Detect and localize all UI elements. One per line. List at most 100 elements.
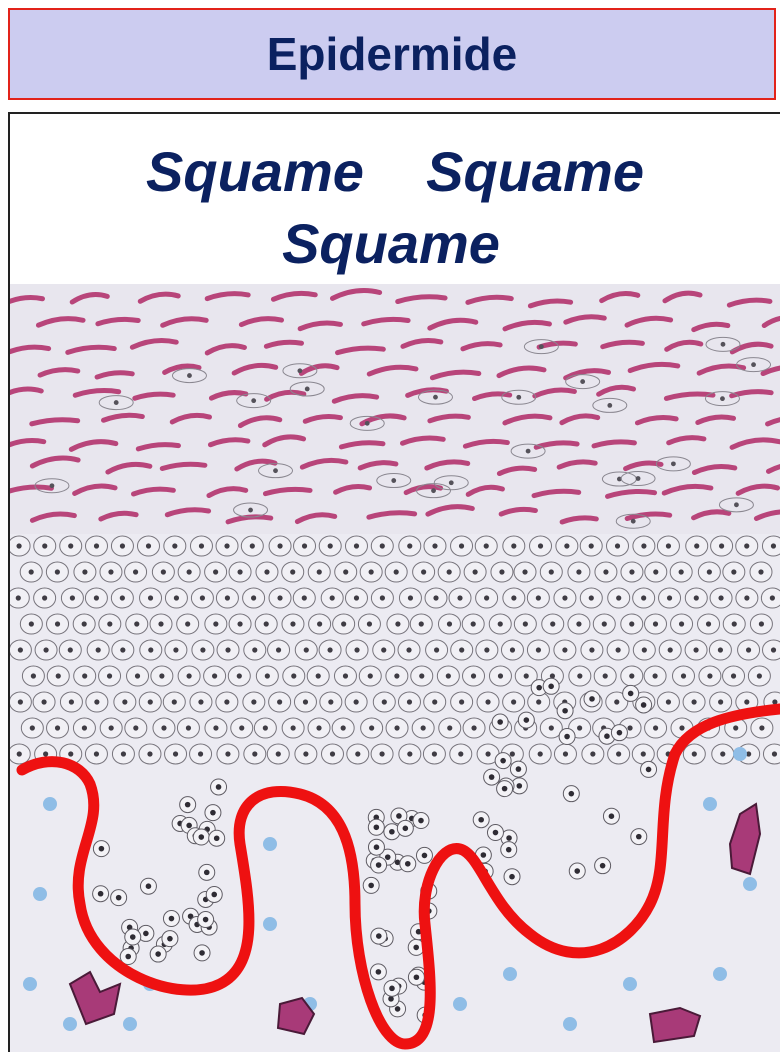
cell-nucleus <box>376 969 382 975</box>
cell-nucleus <box>636 476 641 481</box>
cell-nucleus <box>161 725 166 730</box>
cell-nucleus <box>403 826 409 832</box>
cell-nucleus <box>29 569 34 574</box>
cell-nucleus <box>732 621 737 626</box>
cell-nucleus <box>120 647 125 652</box>
cell-nucleus <box>718 595 723 600</box>
cell-nucleus <box>629 621 634 626</box>
cell-nucleus <box>108 569 113 574</box>
cell-nucleus <box>82 725 87 730</box>
cell-nucleus <box>718 699 723 704</box>
cell-nucleus <box>396 813 402 819</box>
cell-nucleus <box>628 691 634 697</box>
cell-nucleus <box>484 647 489 652</box>
cell-nucleus <box>569 791 575 797</box>
cell-nucleus <box>369 569 374 574</box>
cell-nucleus <box>446 673 451 678</box>
cell-nucleus <box>391 478 396 483</box>
cell-nucleus <box>522 569 527 574</box>
cell-nucleus <box>148 595 153 600</box>
cell-nucleus <box>107 621 112 626</box>
cell-nucleus <box>204 870 210 876</box>
cell-nucleus <box>577 725 582 730</box>
cell-nucleus <box>564 543 569 548</box>
cell-nucleus <box>277 595 282 600</box>
cell-nucleus <box>135 673 140 678</box>
page-title: Epidermide <box>267 27 518 81</box>
cell-nucleus <box>707 673 712 678</box>
cell-nucleus <box>609 813 615 819</box>
cell-nucleus <box>17 751 22 756</box>
cell-nucleus <box>380 543 385 548</box>
cell-nucleus <box>641 702 647 708</box>
cell-nucleus <box>447 621 452 626</box>
cell-nucleus <box>68 751 73 756</box>
cell-nucleus <box>406 647 411 652</box>
cell-nucleus <box>250 543 255 548</box>
cell-nucleus <box>580 379 585 384</box>
cell-nucleus <box>666 543 671 548</box>
cell-nucleus <box>173 751 178 756</box>
cell-nucleus <box>187 673 192 678</box>
cell-nucleus <box>499 569 504 574</box>
cell-nucleus <box>290 621 295 626</box>
cell-nucleus <box>471 725 476 730</box>
cell-nucleus <box>55 621 60 626</box>
cell-nucleus <box>484 543 489 548</box>
cell-nucleus <box>248 508 253 513</box>
cell-nucleus <box>459 699 464 704</box>
cell-nucleus <box>82 673 87 678</box>
cell-nucleus <box>497 719 503 725</box>
cell-nucleus <box>264 621 269 626</box>
cell-nucleus <box>603 569 608 574</box>
cell-nucleus <box>602 621 607 626</box>
cell-nucleus <box>302 543 307 548</box>
cell-nucleus <box>744 595 749 600</box>
cell-nucleus <box>263 725 268 730</box>
cell-nucleus <box>368 883 374 889</box>
cell-nucleus <box>143 931 149 937</box>
cell-nucleus <box>225 647 230 652</box>
cell-nucleus <box>590 751 595 756</box>
title-bar: Epidermide <box>8 8 776 100</box>
cell-nucleus <box>731 673 736 678</box>
cell-nucleus <box>418 818 424 824</box>
cell-nucleus <box>169 916 175 922</box>
cell-nucleus <box>405 861 411 867</box>
cell-nucleus <box>524 717 530 723</box>
cell-nucleus <box>431 488 436 493</box>
cell-nucleus <box>69 699 74 704</box>
cell-nucleus <box>414 974 420 980</box>
cell-nucleus <box>297 368 302 373</box>
cell-nucleus <box>99 846 105 852</box>
cell-nucleus <box>237 673 242 678</box>
cell-nucleus <box>199 543 204 548</box>
cell-nucleus <box>198 699 203 704</box>
cell-nucleus <box>394 673 399 678</box>
cell-nucleus <box>389 829 395 835</box>
cell-nucleus <box>517 783 523 789</box>
cell-nucleus <box>681 673 686 678</box>
cell-nucleus <box>213 621 218 626</box>
caption-line-2: Squame <box>2 208 780 280</box>
cell-nucleus <box>576 621 581 626</box>
cell-nucleus <box>485 751 490 756</box>
dermis-cell-dot <box>263 917 277 931</box>
cell-nucleus <box>653 569 658 574</box>
cell-nucleus <box>158 621 163 626</box>
dermis-cell-dot <box>263 837 277 851</box>
cell-nucleus <box>43 751 48 756</box>
cell-nucleus <box>302 595 307 600</box>
cell-nucleus <box>641 751 646 756</box>
cell-nucleus <box>458 751 463 756</box>
cell-nucleus <box>500 758 506 764</box>
cell-nucleus <box>459 543 464 548</box>
cell-nucleus <box>516 395 521 400</box>
cell-nucleus <box>291 673 296 678</box>
cell-nucleus <box>447 725 452 730</box>
cell-nucleus <box>589 647 594 652</box>
dermis-cell-dot <box>63 1017 77 1031</box>
dermis-cell-dot <box>43 797 57 811</box>
cell-nucleus <box>694 595 699 600</box>
epidermis-drawing <box>10 284 780 1052</box>
